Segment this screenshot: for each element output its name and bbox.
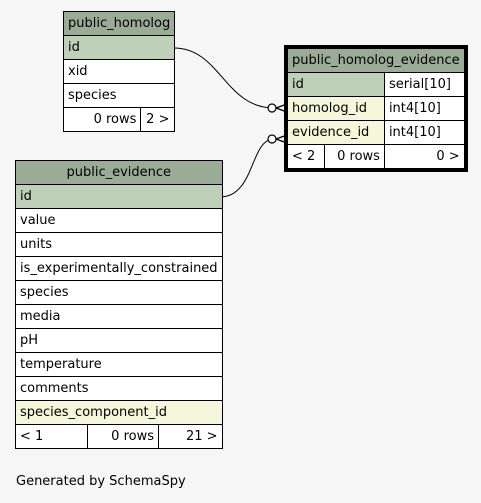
column-homolog-id: homolog_id — [287, 96, 385, 121]
column-units: units — [15, 232, 223, 257]
column-type: int4[10] — [383, 120, 465, 145]
table-title[interactable]: public_homolog — [62, 11, 176, 36]
relation-homolog-to-homolog-evidence — [173, 47, 275, 109]
column-ph: pH — [15, 328, 223, 353]
row-count: 0 rows — [324, 144, 385, 169]
parents-link[interactable]: < 2 — [286, 144, 326, 169]
table-public-homolog-evidence[interactable]: public_homolog_evidence id serial[10] ho… — [284, 45, 468, 172]
column-media: media — [15, 304, 223, 329]
generated-by-text: Generated by SchemaSpy — [16, 474, 186, 489]
column-species: species — [62, 83, 176, 108]
relation-end-circle — [267, 134, 277, 144]
children-link[interactable]: 0 > — [383, 144, 465, 169]
column-comments: comments — [15, 376, 223, 401]
column-species: species — [15, 280, 223, 305]
column-evidence-id: evidence_id — [287, 120, 385, 145]
column-type: serial[10] — [383, 72, 465, 97]
column-id: id — [62, 35, 176, 60]
relation-crowfoot — [275, 103, 288, 113]
column-temperature: temperature — [15, 352, 223, 377]
relation-evidence-to-homolog-evidence — [219, 138, 275, 198]
table-public-homolog[interactable]: public_homolog id xid species 0 rows 2 > — [62, 11, 176, 132]
relation-end-circle — [267, 103, 277, 113]
row-count: 0 rows — [62, 107, 142, 132]
column-id: id — [287, 72, 385, 97]
children-link[interactable]: 21 > — [158, 424, 223, 449]
row-count: 0 rows — [87, 424, 159, 449]
table-public-evidence[interactable]: public_evidence id value units is_experi… — [15, 160, 223, 449]
table-title[interactable]: public_evidence — [15, 160, 223, 185]
column-xid: xid — [62, 59, 176, 84]
table-title[interactable]: public_homolog_evidence — [287, 48, 465, 73]
column-type: int4[10] — [383, 96, 465, 121]
column-value: value — [15, 208, 223, 233]
parents-link[interactable]: < 1 — [15, 424, 88, 449]
column-id: id — [15, 184, 223, 209]
relation-crowfoot — [275, 134, 288, 144]
column-species-component-id: species_component_id — [15, 400, 223, 425]
column-is-experimentally-constrained: is_experimentally_constrained — [15, 256, 223, 281]
children-link[interactable]: 2 > — [140, 107, 176, 132]
